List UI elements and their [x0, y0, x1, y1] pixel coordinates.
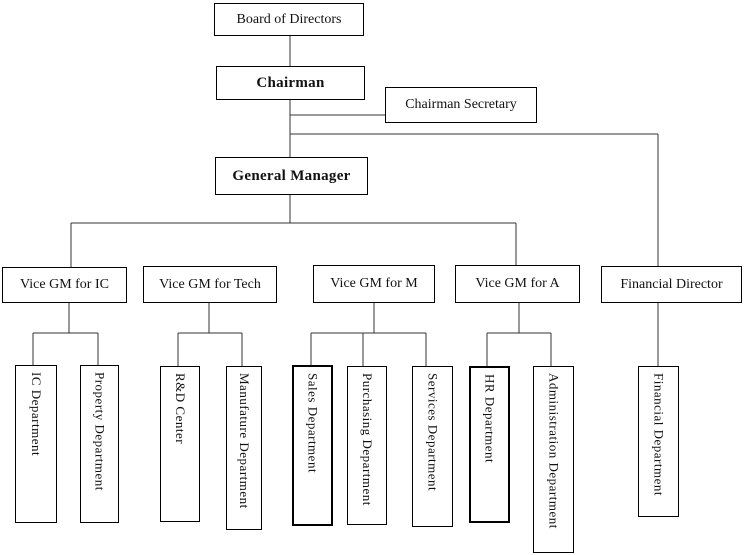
node-financial-director: Financial Director: [601, 266, 742, 303]
node-label: Vice GM for M: [330, 276, 418, 292]
node-sales-department: Sales Department: [292, 365, 333, 526]
node-vice-gm-for-m: Vice GM for M: [313, 265, 435, 303]
node-hr-department: HR Department: [469, 366, 510, 523]
node-label: Financial Director: [620, 276, 723, 292]
node-chairman-secretary: Chairman Secretary: [385, 87, 537, 123]
node-property-department: Property Department: [80, 365, 119, 523]
node-vice-gm-for-tech: Vice GM for Tech: [143, 266, 277, 303]
node-label: Manufature Department: [237, 373, 253, 509]
node-label: HR Department: [482, 374, 498, 464]
node-label: R&D Center: [173, 373, 189, 445]
node-board-of-directors: Board of Directors: [214, 3, 364, 36]
node-label: Chairman: [256, 74, 325, 91]
node-label: Financial Department: [651, 373, 667, 496]
node-services-department: Services Department: [412, 366, 453, 527]
node-label: IC Department: [29, 372, 45, 457]
node-chairman: Chairman: [216, 66, 365, 100]
node-label: Board of Directors: [236, 11, 342, 27]
node-financial-department: Financial Department: [638, 366, 679, 517]
node-manufature-department: Manufature Department: [226, 366, 262, 530]
node-rd-center: R&D Center: [160, 366, 200, 522]
node-general-manager: General Manager: [215, 157, 368, 195]
node-ic-department: IC Department: [15, 365, 57, 523]
node-purchasing-department: Purchasing Department: [347, 366, 387, 525]
node-label: General Manager: [232, 167, 351, 184]
node-label: Purchasing Department: [360, 373, 376, 506]
node-label: Vice GM for IC: [20, 277, 109, 293]
node-label: Sales Department: [305, 373, 321, 474]
node-vice-gm-for-a: Vice GM for A: [455, 265, 580, 303]
node-label: Property Department: [92, 372, 108, 491]
node-label: Services Department: [425, 373, 441, 492]
node-label: Vice GM for A: [475, 276, 560, 292]
node-vice-gm-for-ic: Vice GM for IC: [2, 267, 127, 303]
node-label: Administration Department: [546, 373, 562, 529]
node-label: Vice GM for Tech: [159, 276, 261, 292]
node-administration-department: Administration Department: [533, 366, 574, 553]
node-label: Chairman Secretary: [405, 97, 517, 113]
